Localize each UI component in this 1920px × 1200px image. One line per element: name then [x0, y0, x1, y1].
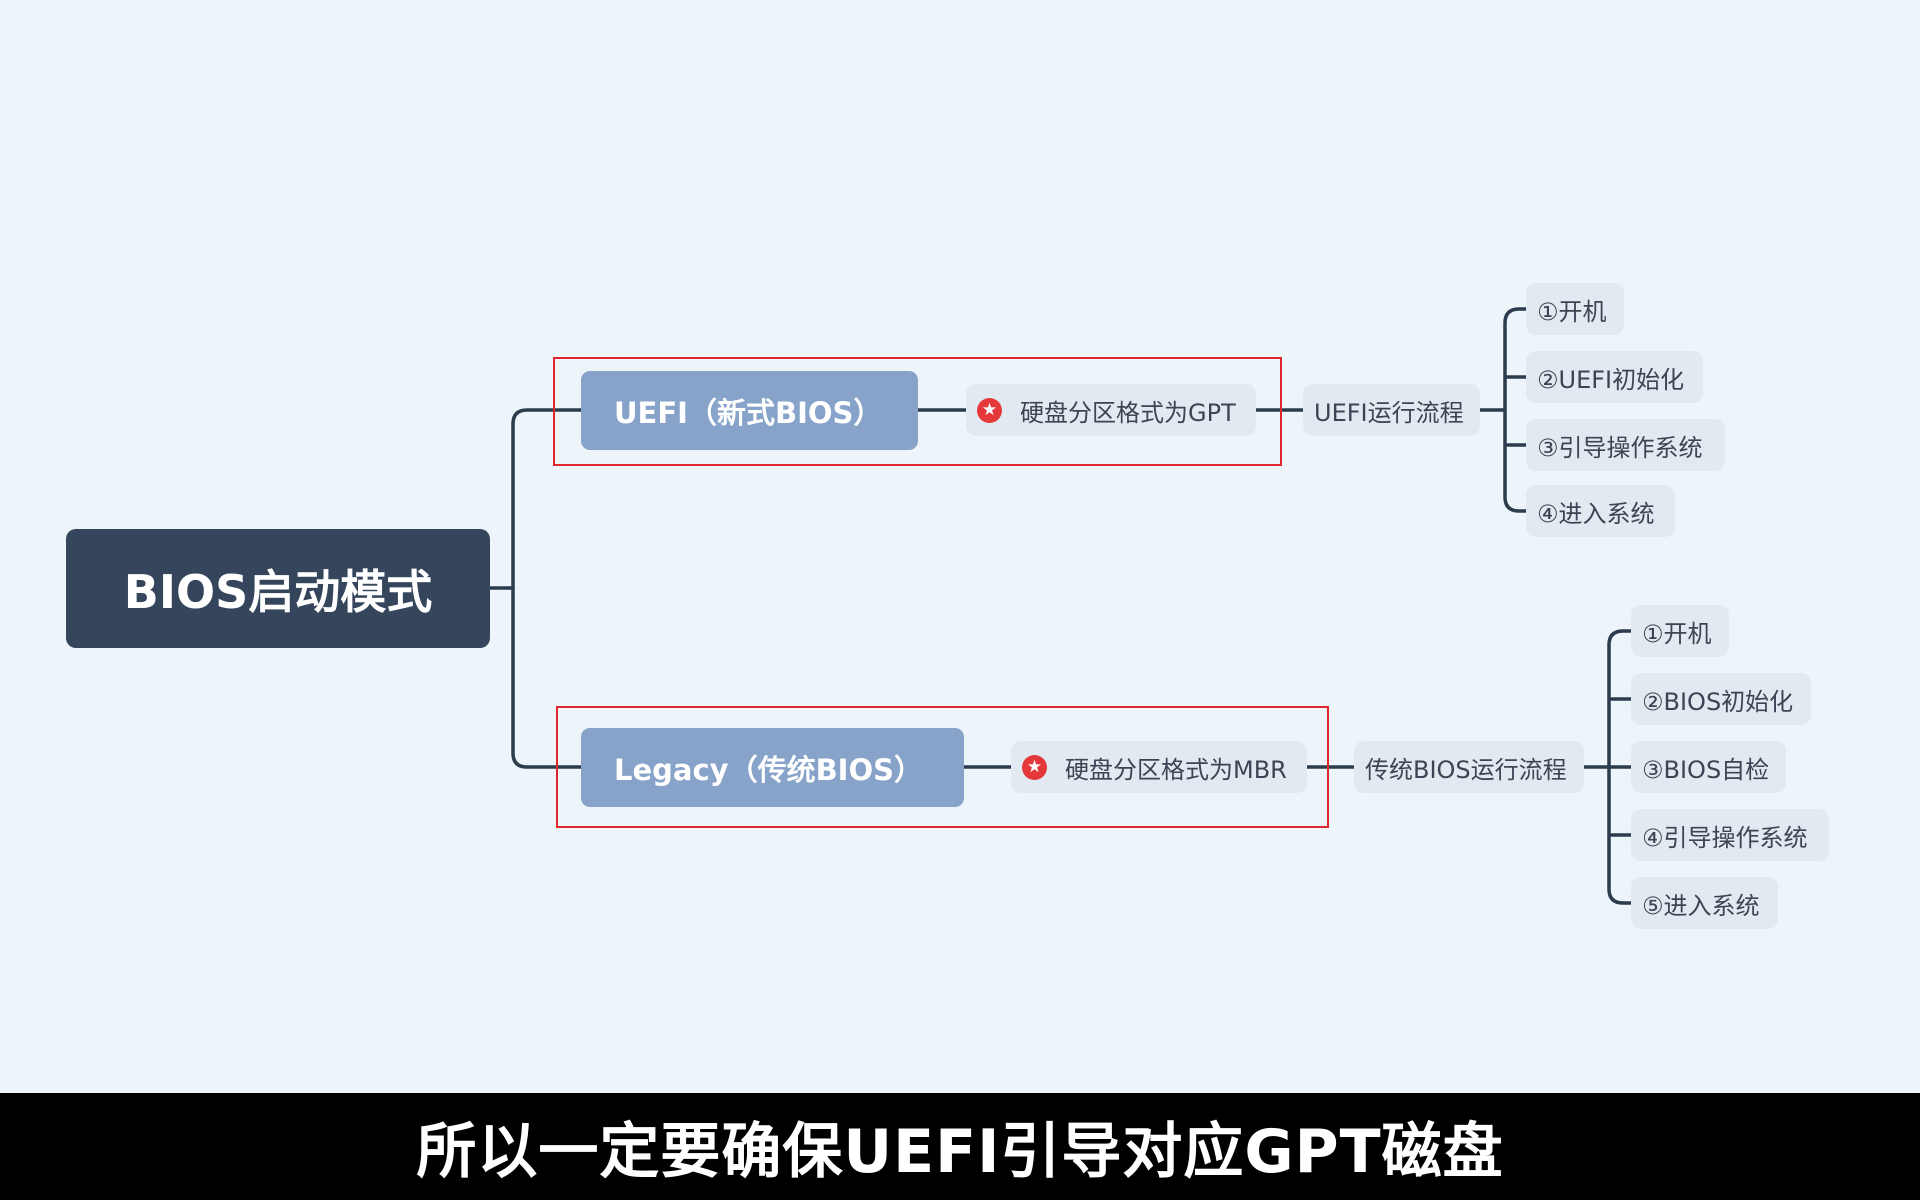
- subtitle-text: 所以一定要确保UEFI引导对应GPT磁盘: [416, 1117, 1504, 1187]
- uefi-step-4[interactable]: ④进入系统: [1526, 485, 1675, 537]
- branch-uefi[interactable]: UEFI（新式BIOS）: [581, 371, 918, 450]
- branch-legacy[interactable]: Legacy（传统BIOS）: [581, 728, 964, 807]
- step-label: ④进入系统: [1537, 499, 1655, 528]
- step-label: ①开机: [1537, 297, 1607, 326]
- step-label: ⑤进入系统: [1642, 891, 1760, 920]
- uefi-flow-node[interactable]: UEFI运行流程: [1303, 384, 1480, 436]
- uefi-disk-format-label: 硬盘分区格式为GPT: [1020, 398, 1236, 427]
- uefi-step-3[interactable]: ③引导操作系统: [1526, 419, 1725, 471]
- step-label: ④引导操作系统: [1642, 823, 1808, 852]
- legacy-flow-label: 传统BIOS运行流程: [1365, 755, 1567, 784]
- step-label: ②UEFI初始化: [1537, 365, 1685, 394]
- connector-root-legacy: [511, 586, 583, 769]
- legacy-step-4[interactable]: ④引导操作系统: [1631, 809, 1829, 861]
- step-label: ③引导操作系统: [1537, 433, 1703, 462]
- uefi-disk-format-node[interactable]: ★ 硬盘分区格式为GPT: [966, 384, 1256, 436]
- step-label: ③BIOS自检: [1642, 755, 1770, 784]
- branch-uefi-label: UEFI（新式BIOS）: [614, 395, 883, 430]
- star-badge-icon: ★: [977, 397, 1002, 423]
- highlight-box-legacy: [556, 706, 1329, 828]
- connector-legacy-steps: [1582, 629, 1633, 905]
- connector-root-uefi: [511, 408, 583, 590]
- connector-uefi-steps: [1478, 307, 1528, 513]
- subtitle-bar: 所以一定要确保UEFI引导对应GPT磁盘: [0, 1093, 1920, 1200]
- legacy-step-1[interactable]: ①开机: [1631, 605, 1729, 657]
- root-label: BIOS启动模式: [123, 564, 433, 619]
- uefi-step-1[interactable]: ①开机: [1526, 283, 1624, 335]
- connector-lines: [488, 307, 1633, 905]
- star-badge-icon: ★: [1022, 754, 1047, 780]
- legacy-step-2[interactable]: ②BIOS初始化: [1631, 673, 1811, 725]
- step-label: ①开机: [1642, 619, 1712, 648]
- step-label: ②BIOS初始化: [1642, 687, 1794, 716]
- branch-legacy-label: Legacy（传统BIOS）: [614, 752, 924, 787]
- uefi-flow-label: UEFI运行流程: [1314, 398, 1464, 427]
- highlight-box-uefi: [553, 357, 1282, 466]
- mindmap-canvas: BIOS启动模式 UEFI（新式BIOS） ★ 硬盘分区格式为GPT UEFI运…: [66, 283, 1829, 929]
- root-node[interactable]: BIOS启动模式: [66, 529, 490, 648]
- legacy-disk-format-label: 硬盘分区格式为MBR: [1065, 755, 1287, 784]
- legacy-disk-format-node[interactable]: ★ 硬盘分区格式为MBR: [1011, 741, 1307, 793]
- uefi-step-2[interactable]: ②UEFI初始化: [1526, 351, 1703, 403]
- legacy-step-5[interactable]: ⑤进入系统: [1631, 877, 1778, 929]
- legacy-flow-node[interactable]: 传统BIOS运行流程: [1354, 741, 1584, 793]
- legacy-step-3[interactable]: ③BIOS自检: [1631, 741, 1786, 793]
